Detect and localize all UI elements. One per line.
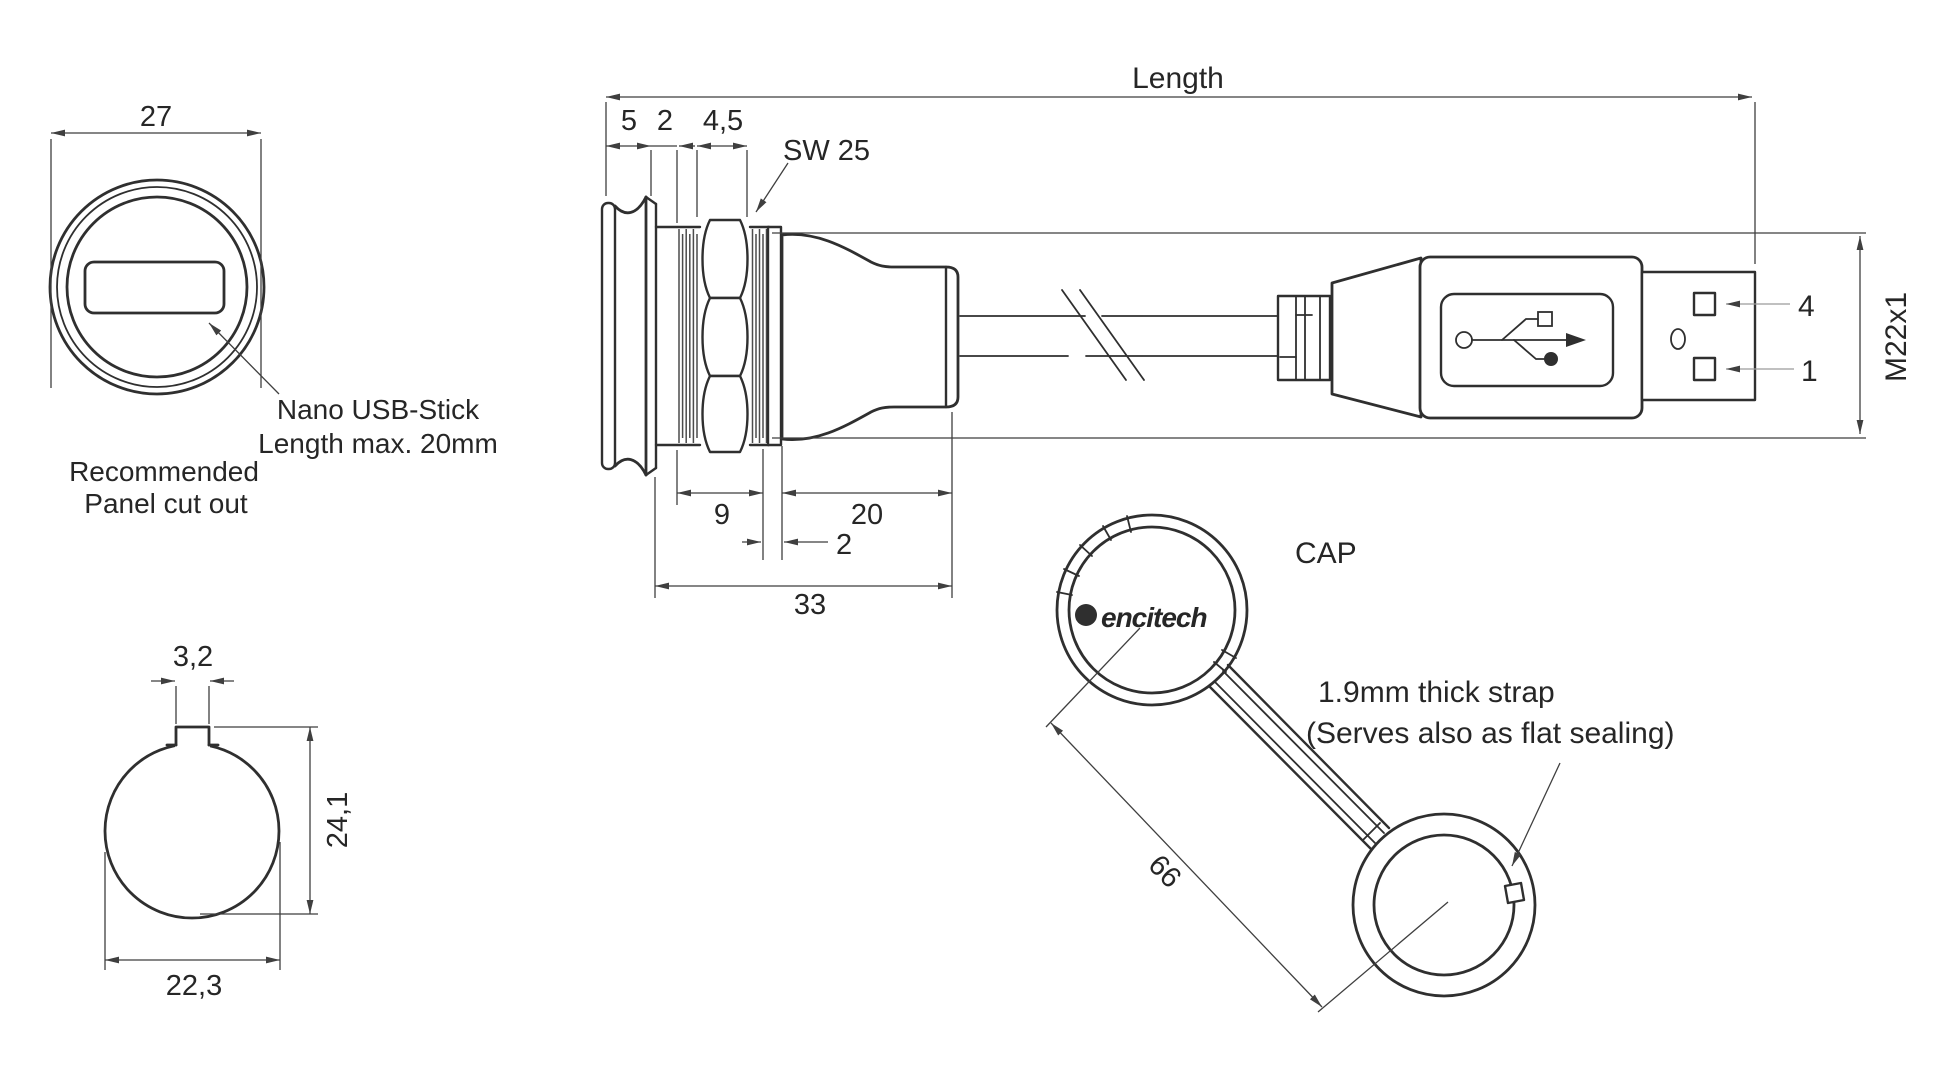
dim-text-cutout-width: 22,3 bbox=[166, 970, 222, 1002]
cable-break-mark bbox=[1079, 289, 1145, 381]
dim-text-overall-length: Length bbox=[1132, 62, 1224, 95]
usb-slot-opening bbox=[83, 260, 226, 315]
usb-slot-leader-line bbox=[208, 322, 280, 395]
usb-symbol-panel bbox=[1439, 292, 1615, 388]
connector-back-body bbox=[780, 232, 960, 442]
dim-line-strap-length bbox=[1050, 722, 1323, 1008]
threaded-neck bbox=[654, 225, 783, 447]
dim-text-collar: 2 bbox=[657, 105, 673, 137]
cable bbox=[959, 289, 1279, 381]
hex-nut bbox=[701, 218, 749, 454]
panel-cutout-view: Recommended Panel cut out 3,2 24,1 22,3 bbox=[69, 456, 354, 1002]
usb-trident-icon bbox=[1455, 311, 1586, 366]
cutout-keyway-notch bbox=[174, 725, 211, 747]
cap-ring-segment-marks bbox=[1056, 515, 1237, 673]
strap-note-line2: (Serves also as flat sealing) bbox=[1306, 717, 1675, 750]
front-view: 27 Nano USB-Stick Length max. 20mm bbox=[48, 101, 498, 459]
dim-text-washer: 2 bbox=[836, 529, 852, 561]
pin4-label: 4 bbox=[1798, 290, 1815, 323]
thread-hatching-left bbox=[678, 229, 698, 443]
dim-text-strap-length: 66 bbox=[1142, 849, 1187, 894]
cap-ring-outer bbox=[1055, 513, 1249, 707]
usb-plug bbox=[1276, 255, 1757, 420]
bezel-rim-circle bbox=[56, 186, 258, 388]
cable-ferrule bbox=[1276, 294, 1332, 382]
cap-body-outer bbox=[1351, 812, 1537, 998]
dim-text-mount-length: 33 bbox=[794, 589, 826, 621]
dim-text-diameter: 27 bbox=[140, 101, 172, 133]
encitech-logo: encitech bbox=[1075, 602, 1208, 633]
face-inner-circle bbox=[65, 195, 249, 379]
usb-note-line2: Length max. 20mm bbox=[258, 428, 498, 459]
encitech-logo-icon bbox=[1075, 604, 1097, 626]
dim-text-thread-length: 9 bbox=[714, 499, 730, 531]
plug-boot bbox=[1330, 256, 1423, 419]
dim-text-cutout-height: 24,1 bbox=[322, 792, 354, 848]
tongue-hole bbox=[1670, 328, 1686, 350]
cap-body-keyway-notch bbox=[1503, 881, 1526, 905]
strap-note-leader bbox=[1511, 762, 1561, 867]
side-view: 4 1 Length 5 2 4,5 SW 25 M22x1 bbox=[600, 62, 1913, 621]
dim-text-notch: 3,2 bbox=[173, 641, 213, 673]
cap-title: CAP bbox=[1295, 537, 1357, 570]
dim-text-flange: 5 bbox=[621, 105, 637, 137]
dim-text-nut: 4,5 bbox=[703, 105, 743, 137]
thread-hatching-right bbox=[751, 229, 768, 443]
thread-spec-label: M22x1 bbox=[1880, 292, 1913, 382]
pin1-label: 1 bbox=[1801, 355, 1818, 388]
usb-contact-pin4 bbox=[1692, 291, 1717, 317]
plug-housing bbox=[1418, 255, 1644, 420]
cable-break-mark bbox=[1061, 289, 1127, 381]
seal-washer bbox=[766, 225, 783, 447]
bezel-outer-circle bbox=[48, 178, 266, 396]
wrench-size-leader bbox=[755, 162, 789, 213]
cutout-title-line1: Recommended bbox=[69, 456, 259, 487]
usb-contact-pin1 bbox=[1692, 356, 1717, 382]
usb-note-line1: Nano USB-Stick bbox=[277, 394, 480, 425]
cutout-circle bbox=[103, 742, 281, 920]
dim-text-body-length: 20 bbox=[851, 499, 883, 531]
encitech-logo-text: encitech bbox=[1101, 602, 1207, 633]
wrench-size-label: SW 25 bbox=[783, 135, 870, 167]
strap-note-line1: 1.9mm thick strap bbox=[1318, 676, 1555, 709]
front-flange bbox=[600, 195, 658, 477]
cap-view: CAP encitech bbox=[1045, 513, 1675, 1013]
cap-body-inner bbox=[1372, 833, 1516, 977]
cutout-title-line2: Panel cut out bbox=[84, 488, 248, 519]
cap-ring-inner bbox=[1067, 525, 1237, 695]
